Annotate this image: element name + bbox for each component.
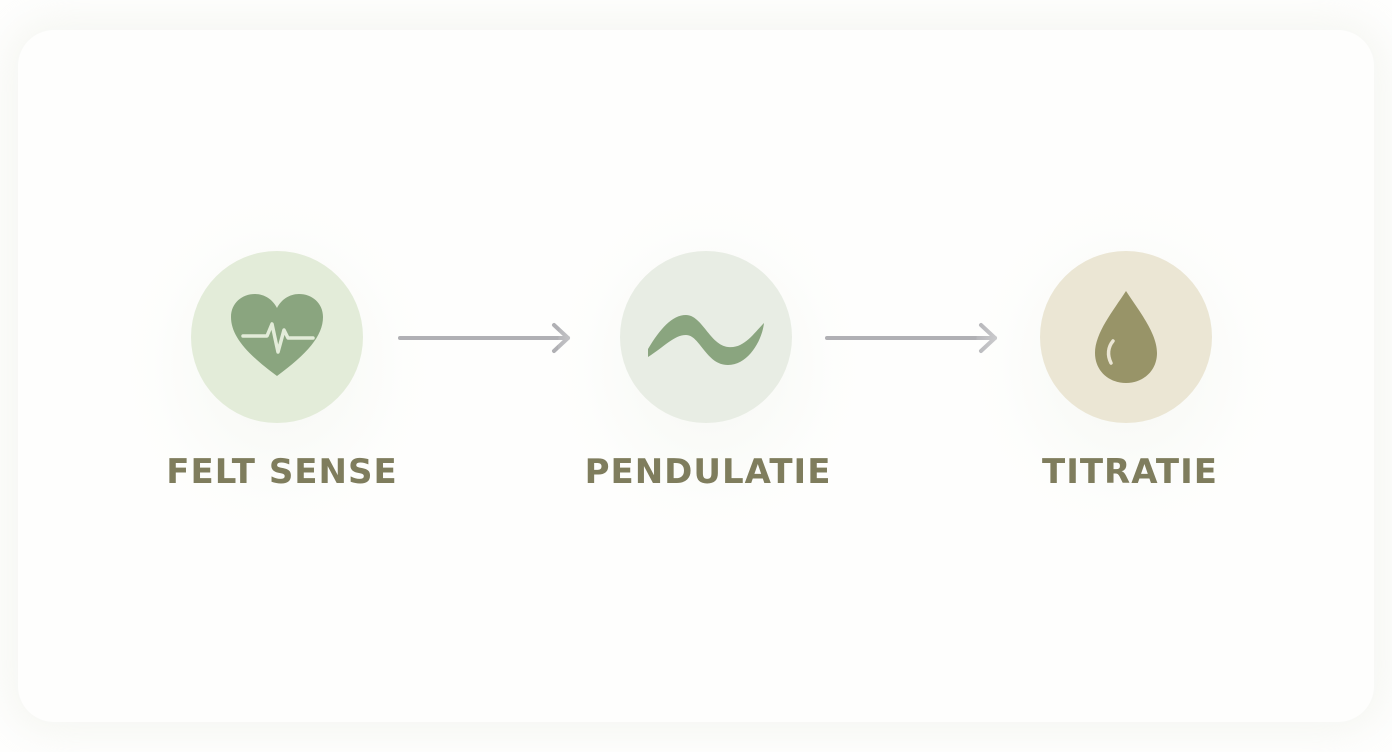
arrow-right-icon: [398, 323, 570, 353]
step-titratie-label: TITRATIE: [1042, 452, 1218, 492]
wave-icon: [648, 315, 764, 365]
step-felt-sense-label: FELT SENSE: [166, 452, 398, 492]
step-titratie-circle: [1040, 251, 1212, 423]
step-pendulatie-label: PENDULATIE: [584, 452, 832, 492]
step-felt-sense-circle: [191, 251, 363, 423]
arrow-right-icon: [825, 323, 997, 353]
step-pendulatie-circle: [620, 251, 792, 423]
drop-icon: [1095, 291, 1157, 383]
heart-pulse-icon: [231, 294, 323, 376]
